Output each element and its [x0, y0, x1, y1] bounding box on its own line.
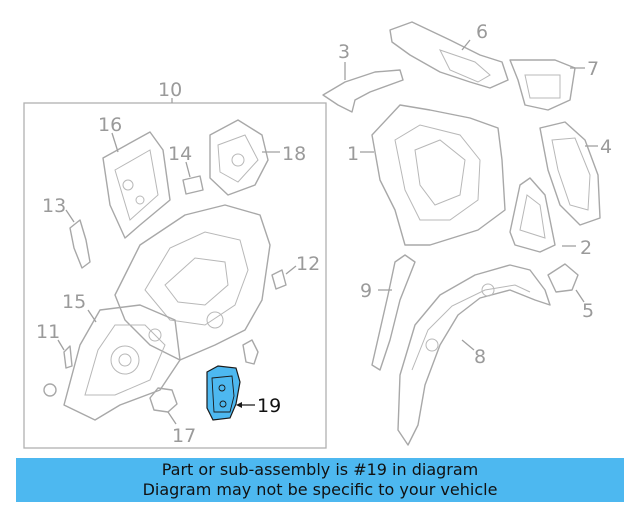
part-13 — [65, 209, 91, 269]
callout-8: 8 — [474, 346, 486, 368]
part-19-highlighted — [206, 365, 255, 421]
callout-14: 14 — [168, 143, 192, 165]
part-16 — [102, 131, 171, 239]
part-15 — [63, 304, 181, 421]
callout-15: 15 — [62, 291, 86, 313]
part-1 — [360, 104, 506, 246]
callout-10: 10 — [158, 79, 182, 101]
part-11 — [57, 339, 73, 369]
callout-5: 5 — [582, 300, 594, 322]
callout-4: 4 — [600, 136, 612, 158]
callout-12: 12 — [296, 253, 320, 275]
small-bracket — [242, 339, 259, 365]
part-12 — [271, 265, 297, 290]
caption-line-2: Diagram may not be specific to your vehi… — [142, 480, 498, 499]
callout-7: 7 — [587, 58, 599, 80]
callout-3: 3 — [338, 41, 350, 63]
callout-17: 17 — [172, 425, 196, 447]
part-14 — [182, 161, 204, 195]
callout-13: 13 — [42, 195, 66, 217]
callout-6: 6 — [476, 21, 488, 43]
parts-diagram: 10 16 14 18 13 12 15 11 17 19 3 6 7 1 4 … — [23, 21, 612, 449]
callout-2: 2 — [580, 237, 592, 259]
part-4 — [539, 121, 601, 226]
callout-18: 18 — [282, 143, 306, 165]
callout-11: 11 — [36, 321, 60, 343]
part-18 — [209, 119, 280, 196]
part-6 — [389, 21, 509, 89]
part-7 — [509, 59, 585, 111]
part-5 — [547, 263, 585, 303]
grommet — [43, 383, 57, 397]
caption-bar: Part or sub-assembly is #19 in diagram D… — [16, 458, 624, 502]
subassembly-10-box — [23, 102, 327, 449]
inner-quarter-panel — [114, 204, 271, 361]
callout-16: 16 — [98, 114, 122, 136]
caption-line-1: Part or sub-assembly is #19 in diagram — [161, 460, 479, 479]
part-2 — [509, 177, 576, 253]
part-9 — [371, 254, 416, 371]
callout-9: 9 — [360, 280, 372, 302]
part-17 — [149, 387, 178, 425]
callout-1: 1 — [347, 143, 359, 165]
callout-19: 19 — [257, 395, 281, 417]
part-8 — [397, 264, 551, 446]
part-3 — [322, 62, 404, 113]
